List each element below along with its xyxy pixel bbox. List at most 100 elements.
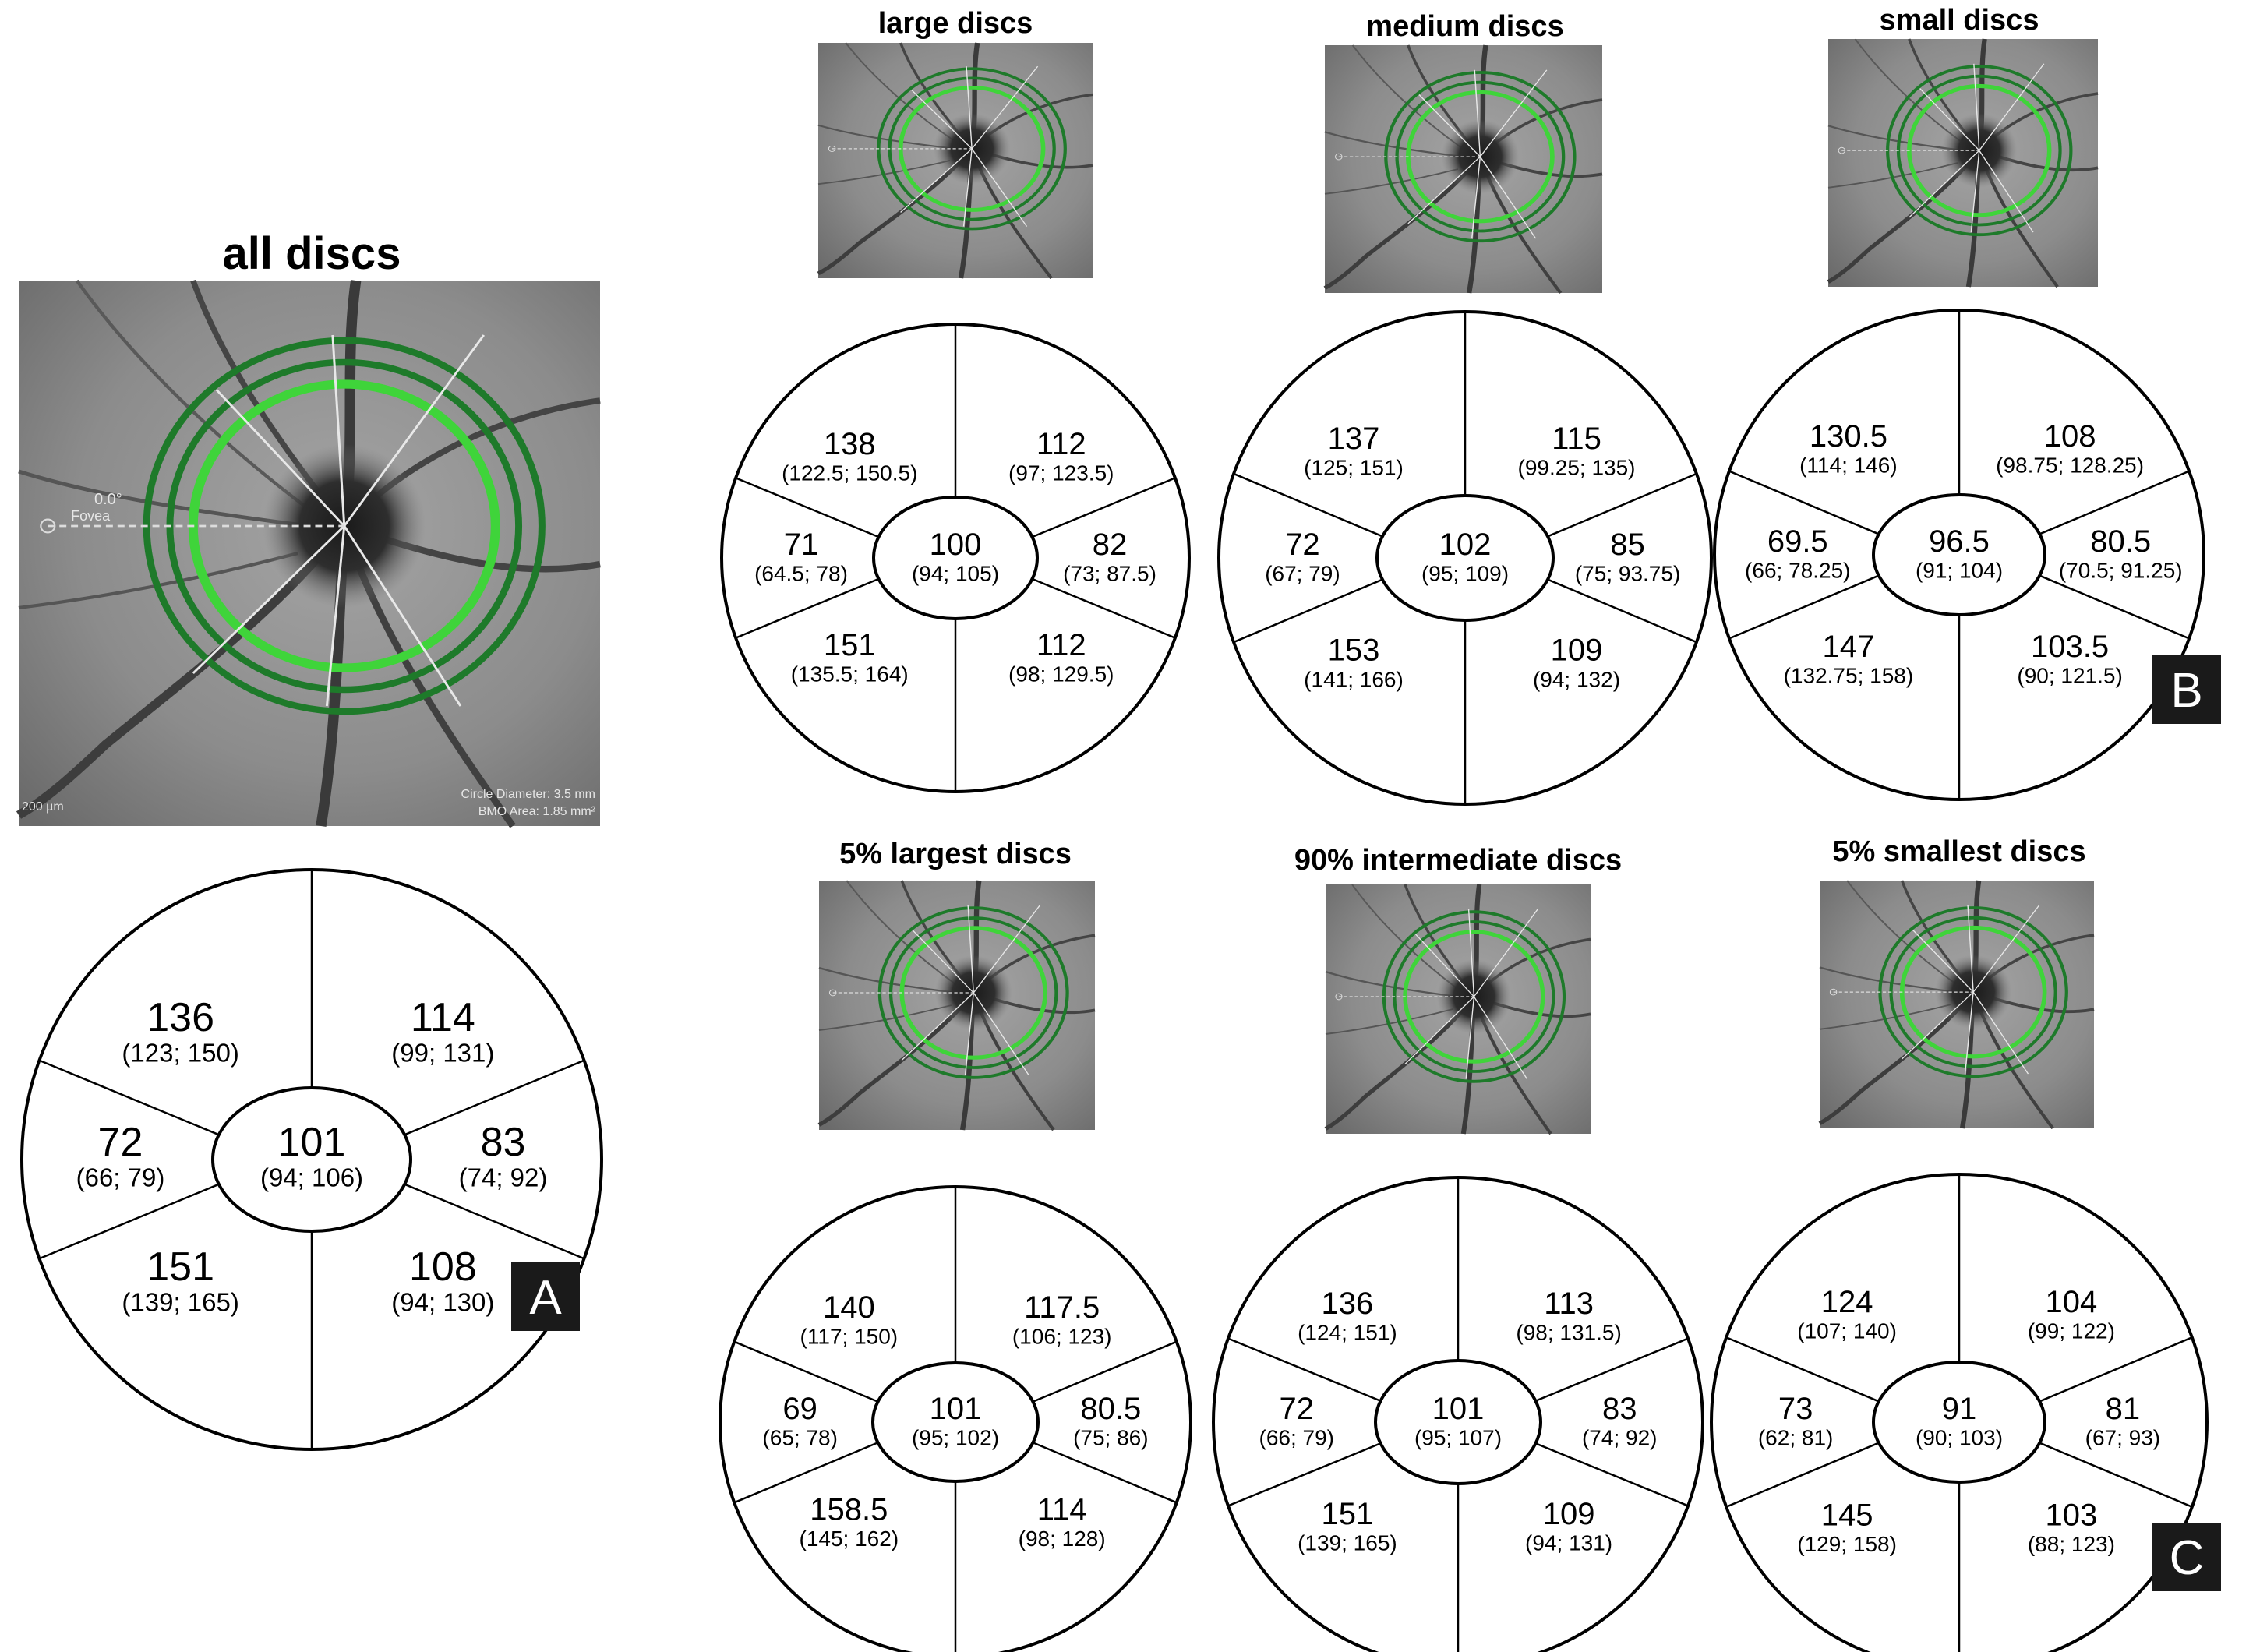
sector-t-value: 81 (2106, 1392, 2141, 1426)
sector-g-value: 91 (1942, 1392, 1977, 1426)
sector-ti-value: 114 (1037, 1493, 1087, 1527)
sector-ti-iqr: (94; 131) (1525, 1530, 1612, 1555)
sector-ti-value: 103.5 (2031, 630, 2109, 664)
global-ellipse (211, 1086, 412, 1233)
sector-t-iqr: (75; 86) (1073, 1425, 1149, 1449)
boundary-line (38, 1059, 221, 1137)
sector-ts-value: 113 (1544, 1287, 1594, 1321)
boundary-line (402, 1182, 585, 1260)
fundus-photo (1325, 45, 1602, 293)
sector-t-value: 80.5 (1080, 1392, 1141, 1426)
fundus-photo (1326, 884, 1591, 1134)
sector-ts-iqr: (106; 123) (1012, 1325, 1112, 1349)
panel-label-c: C (2152, 1523, 2221, 1591)
panel-title: 5% smallest discs (1832, 835, 2085, 868)
sector-ns-value: 137 (1328, 422, 1380, 456)
panel-label-box (2152, 1523, 2221, 1591)
sector-t-iqr: (75; 93.75) (1575, 561, 1680, 585)
sector-ns-value: 130.5 (1810, 419, 1887, 454)
sector-ti-value: 109 (1543, 1497, 1595, 1531)
sector-boundaries (38, 870, 585, 1449)
panel-title: 90% intermediate discs (1294, 844, 1622, 877)
sector-ti-iqr: (94; 130) (391, 1288, 494, 1317)
panel-title: medium discs (1366, 10, 1563, 43)
sector-ts-iqr: (97; 123.5) (1008, 461, 1114, 485)
sector-ti-value: 103 (2046, 1498, 2098, 1533)
boundary-line (1725, 1336, 1881, 1403)
sector-g-iqr: (94; 105) (912, 561, 999, 585)
boundary-line (1545, 472, 1697, 538)
sector-g-value: 100 (930, 528, 982, 562)
sector-n-value: 72 (98, 1120, 143, 1165)
panel-title: small discs (1880, 4, 2039, 37)
sector-ns-iqr: (114; 146) (1799, 453, 1898, 477)
sector-ns-iqr: (117; 150) (800, 1325, 899, 1349)
sector-ns-iqr: (122.5; 150.5) (782, 461, 917, 485)
fundus-photo (818, 43, 1093, 278)
sector-n-iqr: (64.5; 78) (754, 561, 848, 585)
sector-g-value: 101 (278, 1120, 346, 1165)
sector-ti-iqr: (94; 132) (1533, 667, 1620, 691)
sector-ns-iqr: (107; 140) (1797, 1319, 1897, 1343)
sector-ts-iqr: (98; 131.5) (1516, 1320, 1621, 1344)
sector-g-value: 96.5 (1929, 524, 1990, 559)
sector-ns-value: 140 (823, 1290, 875, 1325)
sector-n-iqr: (65; 78) (762, 1425, 838, 1449)
boundary-line (1030, 477, 1176, 539)
sector-t-iqr: (73; 87.5) (1063, 561, 1156, 585)
sector-ni-iqr: (145; 162) (800, 1527, 899, 1551)
sector-boundaries (1725, 1174, 2193, 1652)
sector-n-value: 72 (1285, 528, 1320, 562)
boundary-line (402, 1059, 585, 1137)
global-ellipse (872, 496, 1039, 620)
fundus-scale-label: 200 µm (22, 800, 64, 814)
boundary-line (1227, 1442, 1382, 1507)
sector-g-iqr: (90; 103) (1916, 1425, 2003, 1449)
sector-ts-value: 108 (2044, 419, 2096, 454)
boundary-line (1534, 1442, 1689, 1507)
sector-n-value: 69 (782, 1392, 817, 1426)
sector-n-iqr: (66; 79) (76, 1163, 165, 1192)
panel-label-box (511, 1262, 580, 1331)
sector-n-iqr: (67; 79) (1265, 561, 1340, 585)
sector-t-value: 85 (1610, 528, 1645, 562)
sector-ti-iqr: (98; 129.5) (1008, 662, 1114, 686)
global-ellipse (1872, 493, 2046, 616)
sector-n-iqr: (66; 78.25) (1745, 558, 1850, 582)
sector-ns-value: 136 (1322, 1287, 1374, 1321)
boundary-line (1534, 1337, 1689, 1403)
sector-ni-iqr: (139; 165) (1298, 1530, 1397, 1555)
sector-ns-value: 124 (1821, 1285, 1873, 1319)
sector-boundaries (733, 1187, 1178, 1652)
sector-ts-iqr: (99; 122) (2028, 1319, 2115, 1343)
sector-ti-value: 112 (1036, 628, 1086, 662)
sector-ni-iqr: (141; 166) (1304, 667, 1404, 691)
sector-ts-value: 104 (2046, 1285, 2098, 1319)
boundary-line (1233, 577, 1385, 644)
fundus-image (819, 881, 1095, 1130)
boundary-line (2037, 1336, 2193, 1403)
sector-g-iqr: (95; 102) (912, 1425, 999, 1449)
sector-n-iqr: (62; 81) (1758, 1425, 1834, 1449)
sector-t-value: 83 (481, 1120, 526, 1165)
boundary-line (2037, 1441, 2193, 1508)
sector-g-value: 101 (1432, 1392, 1485, 1426)
boundary-line (1728, 574, 1881, 640)
sector-ni-iqr: (132.75; 158) (1784, 663, 1914, 687)
fundus-circle-diameter: Circle Diameter: 3.5 mm (461, 788, 595, 801)
boundary-line (735, 577, 881, 639)
sector-ts-value: 112 (1036, 427, 1086, 461)
sector-n-iqr: (66; 79) (1259, 1425, 1335, 1449)
fundus-photo (1828, 39, 2098, 287)
sector-ts-iqr: (98.75; 128.25) (1996, 453, 2144, 477)
fundus-fovea-label: Fovea (71, 508, 111, 524)
sector-chart: 140(117; 150)117.5(106; 123)69(65; 78)80… (719, 1185, 1192, 1652)
sector-ni-value: 158.5 (810, 1493, 888, 1527)
panel-label-text: B (2170, 664, 2202, 718)
boundary-line (733, 1340, 880, 1403)
